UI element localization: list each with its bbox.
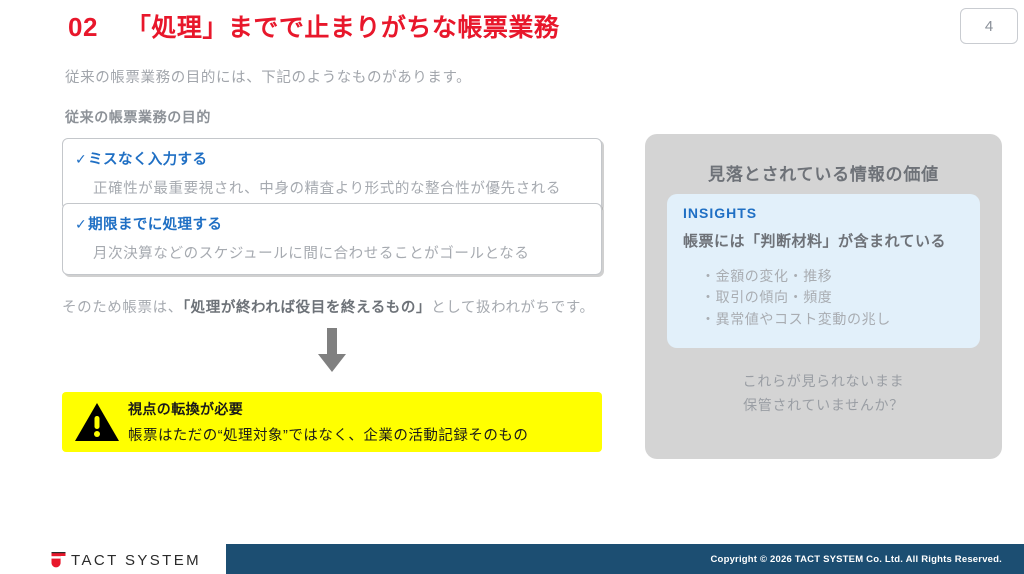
page-number-value: 4	[984, 17, 994, 35]
warning-triangle-icon	[75, 403, 119, 441]
insight-bullet-list: ・金額の変化・推移 ・取引の傾向・頻度 ・異常値やコスト変動の兆し	[683, 266, 964, 330]
list-item: ・取引の傾向・頻度	[701, 289, 833, 306]
insight-panel-footer: これらが見られないまま 保管されていませんか？	[667, 370, 980, 418]
purpose-card: ✓ ミスなく入力する 正確性が最重要視され、中身の精査より形式的な整合性が優先さ…	[62, 138, 602, 210]
tact-system-logo-icon	[51, 552, 66, 568]
slide-title-text: 「処理」までで止まりがちな帳票業務	[125, 14, 560, 42]
transition-before: そのため帳票は、	[62, 300, 183, 316]
warning-title: 視点の転換が必要	[128, 401, 244, 417]
purpose-card-head: ✓ ミスなく入力する	[75, 148, 587, 169]
purpose-card: ✓ 期限までに処理する 月次決算などのスケジュールに間に合わせることがゴールとな…	[62, 203, 602, 275]
check-icon: ✓	[75, 216, 88, 232]
brand-logo: TACT SYSTEM	[50, 551, 201, 570]
insights-label: INSIGHTS	[683, 205, 758, 221]
page-title: 02 「処理」までで止まりがちな帳票業務	[68, 8, 559, 44]
transition-after: として扱われがちです。	[431, 300, 595, 316]
warning-callout: 視点の転換が必要 帳票はただの“処理対象”ではなく、企業の活動記録そのもの	[62, 392, 602, 452]
slide-number-label: 02	[68, 12, 98, 42]
footer-bar: Copyright © 2026 TACT SYSTEM Co. Ltd. Al…	[226, 544, 1024, 574]
down-arrow-icon	[318, 328, 346, 372]
section-label: 従来の帳票業務の目的	[65, 109, 211, 125]
warning-body: 帳票はただの“処理対象”ではなく、企業の活動記録そのもの	[128, 428, 529, 444]
purpose-card-title: ミスなく入力する	[88, 152, 208, 168]
insight-panel: 見落とされている情報の価値 INSIGHTS 帳票には「判断材料」が含まれている…	[645, 134, 1002, 459]
list-item: ・金額の変化・推移	[701, 268, 833, 284]
insight-headline: 帳票には「判断材料」が含まれている	[683, 233, 947, 250]
transition-text: そのため帳票は、「処理が終われば役目を終えるもの」として扱われがちです。	[62, 296, 595, 317]
insight-footer-line-2: 保管されていませんか？	[743, 396, 904, 413]
lead-text: 従来の帳票業務の目的には、下記のようなものがあります。	[65, 70, 472, 86]
purpose-card-title: 期限までに処理する	[88, 217, 223, 233]
insight-footer-line-1: これらが見られないまま	[742, 372, 905, 389]
copyright-text: Copyright © 2026 TACT SYSTEM Co. Ltd. Al…	[710, 553, 1002, 565]
transition-emphasis: 「処理が終われば役目を終えるもの」	[182, 300, 432, 316]
purpose-card-desc: 正確性が最重要視され、中身の精査より形式的な整合性が優先される	[93, 181, 561, 197]
purpose-card-desc: 月次決算などのスケジュールに間に合わせることがゴールとなる	[93, 246, 530, 262]
insight-box: INSIGHTS 帳票には「判断材料」が含まれている ・金額の変化・推移 ・取引…	[667, 194, 980, 348]
list-item: ・異常値やコスト変動の兆し	[701, 310, 891, 327]
check-icon: ✓	[75, 151, 88, 167]
purpose-card-head: ✓ 期限までに処理する	[75, 213, 587, 234]
page-number-badge: 4	[960, 8, 1018, 44]
brand-name: TACT SYSTEM	[71, 552, 202, 569]
warning-text-group: 視点の転換が必要 帳票はただの“処理対象”ではなく、企業の活動記録そのもの	[128, 399, 528, 445]
insight-panel-title: 見落とされている情報の価値	[708, 165, 939, 184]
